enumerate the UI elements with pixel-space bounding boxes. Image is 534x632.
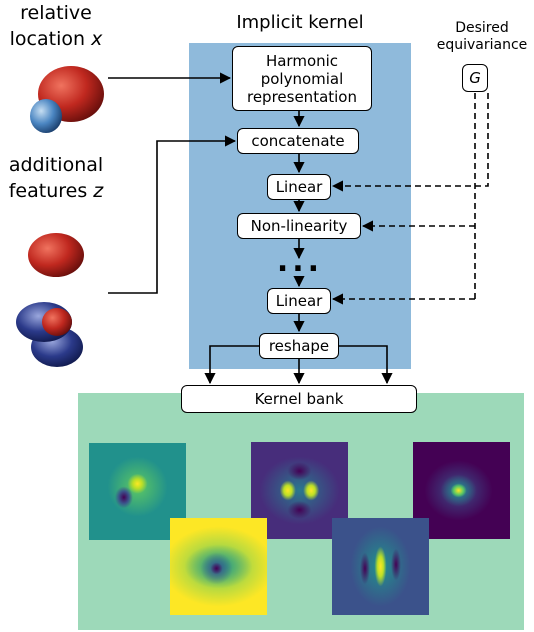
kernel-bank-block: Kernel bank [181,385,417,413]
relative-location-line2: location x [9,28,103,50]
reshape-block: reshape [259,333,339,359]
additional-features-line2: features z [8,180,104,202]
variable-z: z [93,180,104,202]
desired-equivariance-label: Desired equivariance [436,20,528,53]
linear-block-2: Linear [267,288,331,314]
kernel-image-3 [413,442,510,539]
kernel-image-2 [251,442,348,539]
dashed-g-to-linear1 [331,93,489,192]
arrow-reshape-left [204,345,259,385]
additional-features-line1: additional [8,154,104,176]
arrow-z-to-concat [108,135,237,294]
arrow-reshape-right [339,345,393,385]
blue-sphere-icon [30,99,62,133]
group-g-box: G [462,64,488,92]
kernel-image-1 [89,443,186,540]
red-core-sphere-icon [42,308,72,336]
kernel-image-4 [170,518,267,615]
relative-location-spheres [30,66,104,133]
harmonic-polynomial-block: Harmonic polynomial representation [232,46,372,111]
relative-location-line1: relative [20,2,92,24]
nonlinearity-block: Non-linearity [237,213,361,239]
red-feature-sphere-icon [28,233,84,277]
linear-block-1: Linear [267,174,331,200]
feature-spheres [16,233,84,367]
implicit-kernel-title: Implicit kernel [236,12,364,33]
additional-features-label: additional features z [0,152,112,204]
kernel-image-5 [332,518,429,615]
variable-x: x [91,28,103,50]
relative-location-label: relative location x [0,0,112,52]
concatenate-block: concatenate [237,128,359,154]
